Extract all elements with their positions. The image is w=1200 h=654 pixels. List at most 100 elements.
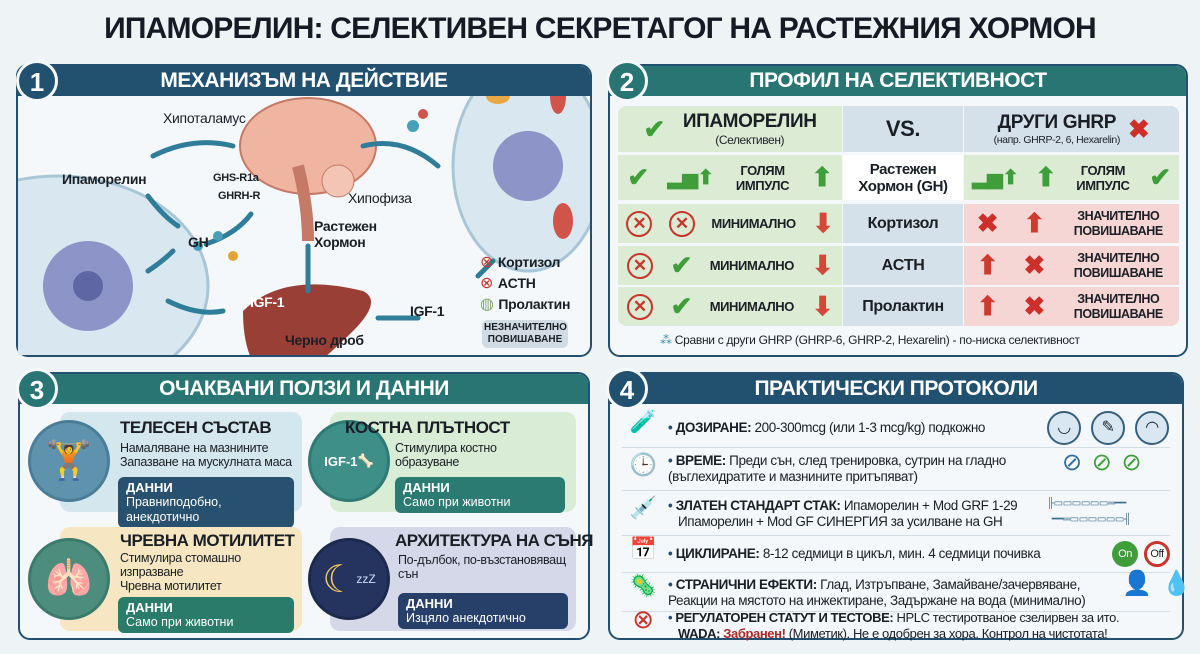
mechanism-heading: МЕХАНИЗЪМ НА ДЕЙСТВИЕ <box>18 66 590 96</box>
benefit-title: ЧРЕВНА МОТИЛИТЕТ <box>120 531 295 550</box>
intestine-icon: 🫁 <box>28 538 110 620</box>
section-number-3: 3 <box>16 368 58 410</box>
ghs-receptor-label: GHS-R1a <box>213 172 259 184</box>
ipamorelin-label: Ипаморелин <box>62 171 147 187</box>
hormone-legend: ⊗ Кортизол ⊗ ACTH ◍ Пролактин <box>480 252 570 315</box>
table-row-acth-right: ⬆✖ ЗНАЧИТЕЛНО ПОВИШАВАНЕ <box>964 246 1179 285</box>
arrow-up-icon: ⬆ <box>811 162 833 192</box>
benefits-heading: ОЧАКВАНИ ПОЛЗИ И ДАННИ <box>20 374 588 404</box>
x-circle-icon: ✕ <box>668 210 695 237</box>
off-badge: Off <box>1144 541 1170 567</box>
cell-right-icon <box>451 96 590 273</box>
syringes-icon: ╟▭▭▭▭▭▭═━━ ━━═▭▭▭▭▭▭╢ <box>1047 498 1131 525</box>
x-circle-icon: ⊗ <box>480 254 494 271</box>
check-icon: ✔ <box>643 113 665 144</box>
arrow-down-icon: ⬇ <box>811 250 834 280</box>
section-number-1: 1 <box>16 60 58 102</box>
virus-icon: 🦠 <box>629 573 657 598</box>
table-row-gh-right: ▂▅⬆⬆ ГОЛЯМ ИМПУЛС✔ <box>964 155 1179 200</box>
vs-label: VS. <box>843 106 963 152</box>
table-row-prolactin-metric: Пролактин <box>843 287 963 326</box>
table-row-cortisol-right: ✖⬆ ЗНАЧИТЕЛНО ПОВИШАВАНЕ <box>964 204 1179 243</box>
neutral-circle-icon: ◍ <box>480 296 494 313</box>
moon-icon: ☾zzZ <box>308 538 390 620</box>
molecule-icon: ⁂ <box>660 333 672 347</box>
section-number-4: 4 <box>606 368 648 410</box>
x-mark-icon: ✖ <box>1127 113 1150 144</box>
legend-item-acth: ⊗ ACTH <box>480 275 536 292</box>
vial-icon: 🧪 <box>629 409 657 434</box>
body-icon: 🏋 <box>28 420 110 502</box>
water-drop-icon: 💧 <box>1161 570 1191 597</box>
table-row-acth-metric: ACTH <box>843 246 963 285</box>
protocol-row-cycling: 📅 ЦИКЛИРАНЕ: 8-12 седмици в цикъл, мин. … <box>622 537 1170 573</box>
benefit-bullets: Стимулира костно образуване <box>395 441 497 469</box>
table-row-cortisol-metric: Кортизол <box>843 204 963 243</box>
injection-sites-icons: ◡ ✎ ◠ <box>1047 411 1169 445</box>
liver-icon <box>243 284 371 355</box>
clock-icon: 🕒 <box>629 452 657 477</box>
mechanism-panel: МЕХАНИЗЪМ НА ДЕЙСТВИЕ Хипоталамус Ипамор… <box>16 64 592 357</box>
bar-chart-up-icon: ▂▅⬆ <box>667 167 714 189</box>
flow-arrows <box>145 140 496 321</box>
growth-hormone-label: Растежен Хормон <box>314 218 377 250</box>
x-mark-icon: ✖ <box>1023 291 1046 321</box>
person-icon: 👤 <box>1122 570 1152 597</box>
molecule-icon <box>193 109 428 261</box>
table-row-prolactin-left: ✕✔ МИНИМАЛНО⬇ <box>618 287 842 326</box>
syringe-icon: 💉 <box>629 495 657 520</box>
banned-label: Забранен! <box>723 626 786 641</box>
check-icon: ✔ <box>1149 162 1171 192</box>
arrow-up-icon: ⬆ <box>1035 162 1057 192</box>
protocol-row-stack: 💉 ЗЛАТЕН СТАНДАРТ СТАК: Ипаморелин + Mod… <box>622 492 1170 536</box>
page-title: ИПАМОРЕЛИН: СЕЛЕКТИВЕН СЕКРЕТАГОГ НА РАС… <box>104 12 1097 45</box>
protocol-row-side-effects: 🦠 СТРАНИЧНИ ЕФЕКТИ: Глад, Изтръпване, За… <box>622 570 1191 612</box>
protocol-row-regulatory: ⊗ РЕГУЛАТОРЕН СТАТУТ И ТЕСТОВЕ: HPLC тес… <box>622 606 1170 641</box>
ipamorelin-header: ✔ ИПАМОРЕЛИН(Селективен) <box>618 106 842 152</box>
check-circles-icon: ⊘⊘⊘ <box>1062 449 1142 476</box>
liver-label: Черно дроб <box>285 332 364 348</box>
legend-item-cortisol: ⊗ Кортизол <box>480 254 561 271</box>
table-row-gh-left: ✔▂▅⬆ ГОЛЯМ ИМПУЛС⬆ <box>618 155 842 200</box>
arrow-up-icon: ⬆ <box>1023 208 1046 238</box>
mechanism-diagram <box>18 96 590 355</box>
ghrh-receptor-label: GHRH-R <box>218 190 261 202</box>
bone-icon: IGF-1🦴 <box>308 420 390 502</box>
table-row-acth-left: ✕✔ МИНИМАЛНО⬇ <box>618 246 842 285</box>
protocols-heading: ПРАКТИЧЕСКИ ПРОТОКОЛИ <box>610 374 1182 404</box>
bar-chart-up-icon: ▂▅⬆ <box>972 167 1019 189</box>
protocol-row-timing: 🕒 ВРЕМЕ: Преди сън, след тренировка, сут… <box>622 449 1170 491</box>
section-number-2: 2 <box>606 60 648 102</box>
other-ghrp-header: ДРУГИ GHRP(напр. GHRP-2, 6, Hexarelin) ✖ <box>964 106 1179 152</box>
protocols-panel: ПРАКТИЧЕСКИ ПРОТОКОЛИ 🧪 ДОЗИРАНЕ: 200-30… <box>608 372 1191 641</box>
on-badge: On <box>1112 541 1138 567</box>
liver-igf1-label: IGF-1 <box>250 294 285 310</box>
check-icon: ✔ <box>670 291 693 321</box>
protocol-row-dosing: 🧪 ДОЗИРАНЕ: 200-300mcg (или 1-3 mcg/kg) … <box>622 408 1170 448</box>
x-circle-icon: ⊗ <box>480 275 494 292</box>
benefit-title: АРХИТЕКТУРА НА СЪНЯ <box>395 531 593 550</box>
x-mark-icon: ✖ <box>976 208 999 238</box>
arrow-up-icon: ⬆ <box>976 250 999 280</box>
legend-badge: НЕЗНАЧИТЕЛНО ПОВИШАВАНЕ <box>482 320 568 348</box>
gh-label: GH <box>188 234 209 250</box>
x-circle-icon: ✕ <box>626 293 653 320</box>
cell-left-icon <box>18 174 210 355</box>
selectivity-heading: ПРОФИЛ НА СЕЛЕКТИВНОСТ <box>610 66 1186 96</box>
pituitary-label: Хипофиза <box>348 190 412 206</box>
benefit-bullets: По-дълбок, по-възстановяващ сън <box>398 553 566 581</box>
x-circle-icon: ✕ <box>626 252 653 279</box>
abdomen-icon: ◡ <box>1047 411 1081 445</box>
table-row-cortisol-left: ✕✕ МИНИМАЛНО⬇ <box>618 204 842 243</box>
shoulder-icon: ◠ <box>1135 411 1169 445</box>
table-row-gh-metric: Растежен Хормон (GH) <box>843 155 963 200</box>
injection-site-icon: ✎ <box>1091 411 1125 445</box>
benefit-title: КОСТНА ПЛЪТНОСТ <box>345 418 510 437</box>
benefit-title: ТЕЛЕСЕН СЪСТАВ <box>120 418 272 437</box>
table-row-prolactin-right: ⬆✖ ЗНАЧИТЕЛНО ПОВИШАВАНЕ <box>964 287 1179 326</box>
